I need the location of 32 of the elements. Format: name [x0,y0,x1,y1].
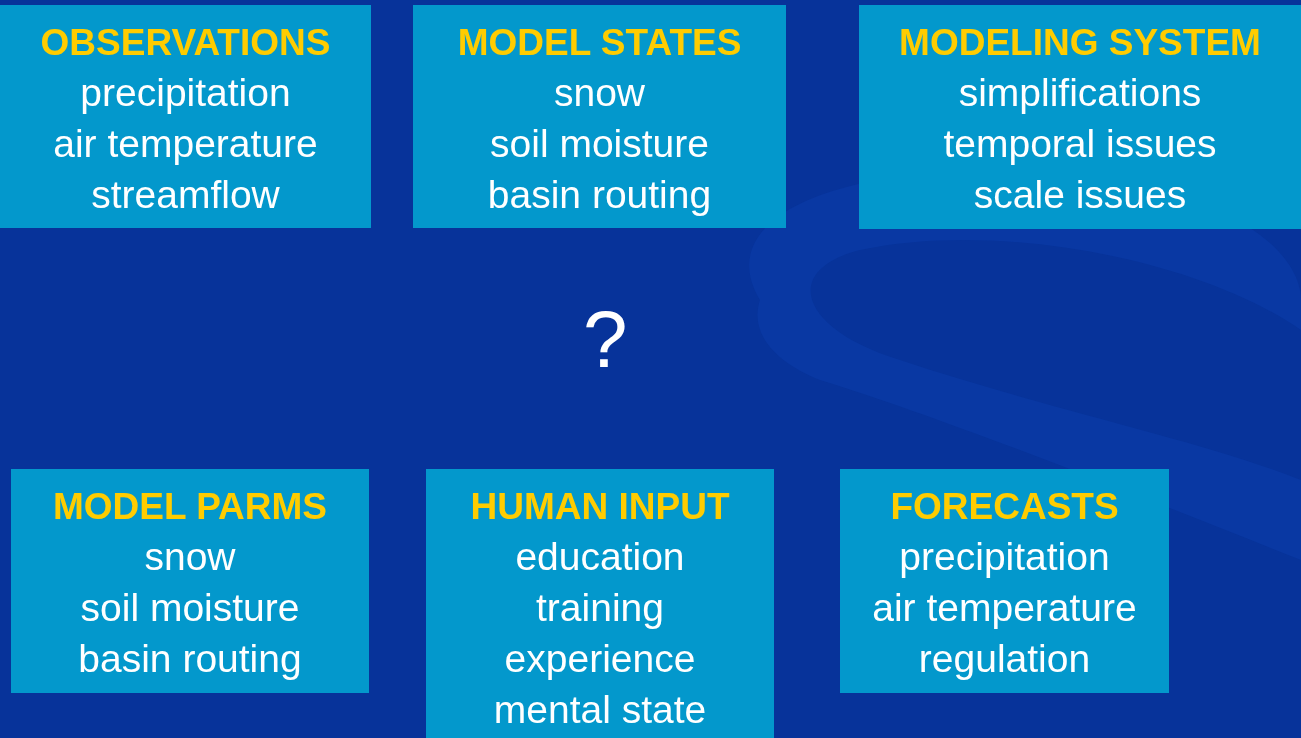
box-heading: FORECASTS [890,485,1119,529]
category-box [413,5,786,228]
list-item: air temperature [872,585,1137,631]
box-heading: OBSERVATIONS [40,21,331,65]
question-mark: ? [583,295,628,385]
category-box [426,469,774,738]
list-item: scale issues [973,172,1187,218]
category-box [840,469,1169,693]
box-heading: MODELING SYSTEM [899,21,1261,65]
list-item: air temperature [53,121,318,167]
category-box [11,469,369,693]
category-box [0,5,371,228]
list-item: mental state [493,687,707,733]
list-item: temporal issues [943,121,1217,167]
box-heading: MODEL PARMS [52,485,328,529]
list-item: snow [144,534,236,580]
list-item: basin routing [78,636,302,682]
list-item: soil moisture [490,121,709,167]
list-item: precipitation [899,534,1110,580]
list-item: basin routing [487,172,712,218]
list-item: soil moisture [80,585,300,631]
list-item: simplifications [958,70,1202,116]
list-item: education [515,534,685,580]
box-heading: MODEL STATES [457,21,742,65]
category-box [859,5,1301,229]
list-item: training [536,585,664,631]
list-item: experience [504,636,696,682]
list-item: snow [553,70,645,116]
list-item: streamflow [91,172,280,218]
list-item: precipitation [80,70,291,116]
box-heading: HUMAN INPUT [470,485,730,529]
list-item: regulation [918,636,1091,682]
